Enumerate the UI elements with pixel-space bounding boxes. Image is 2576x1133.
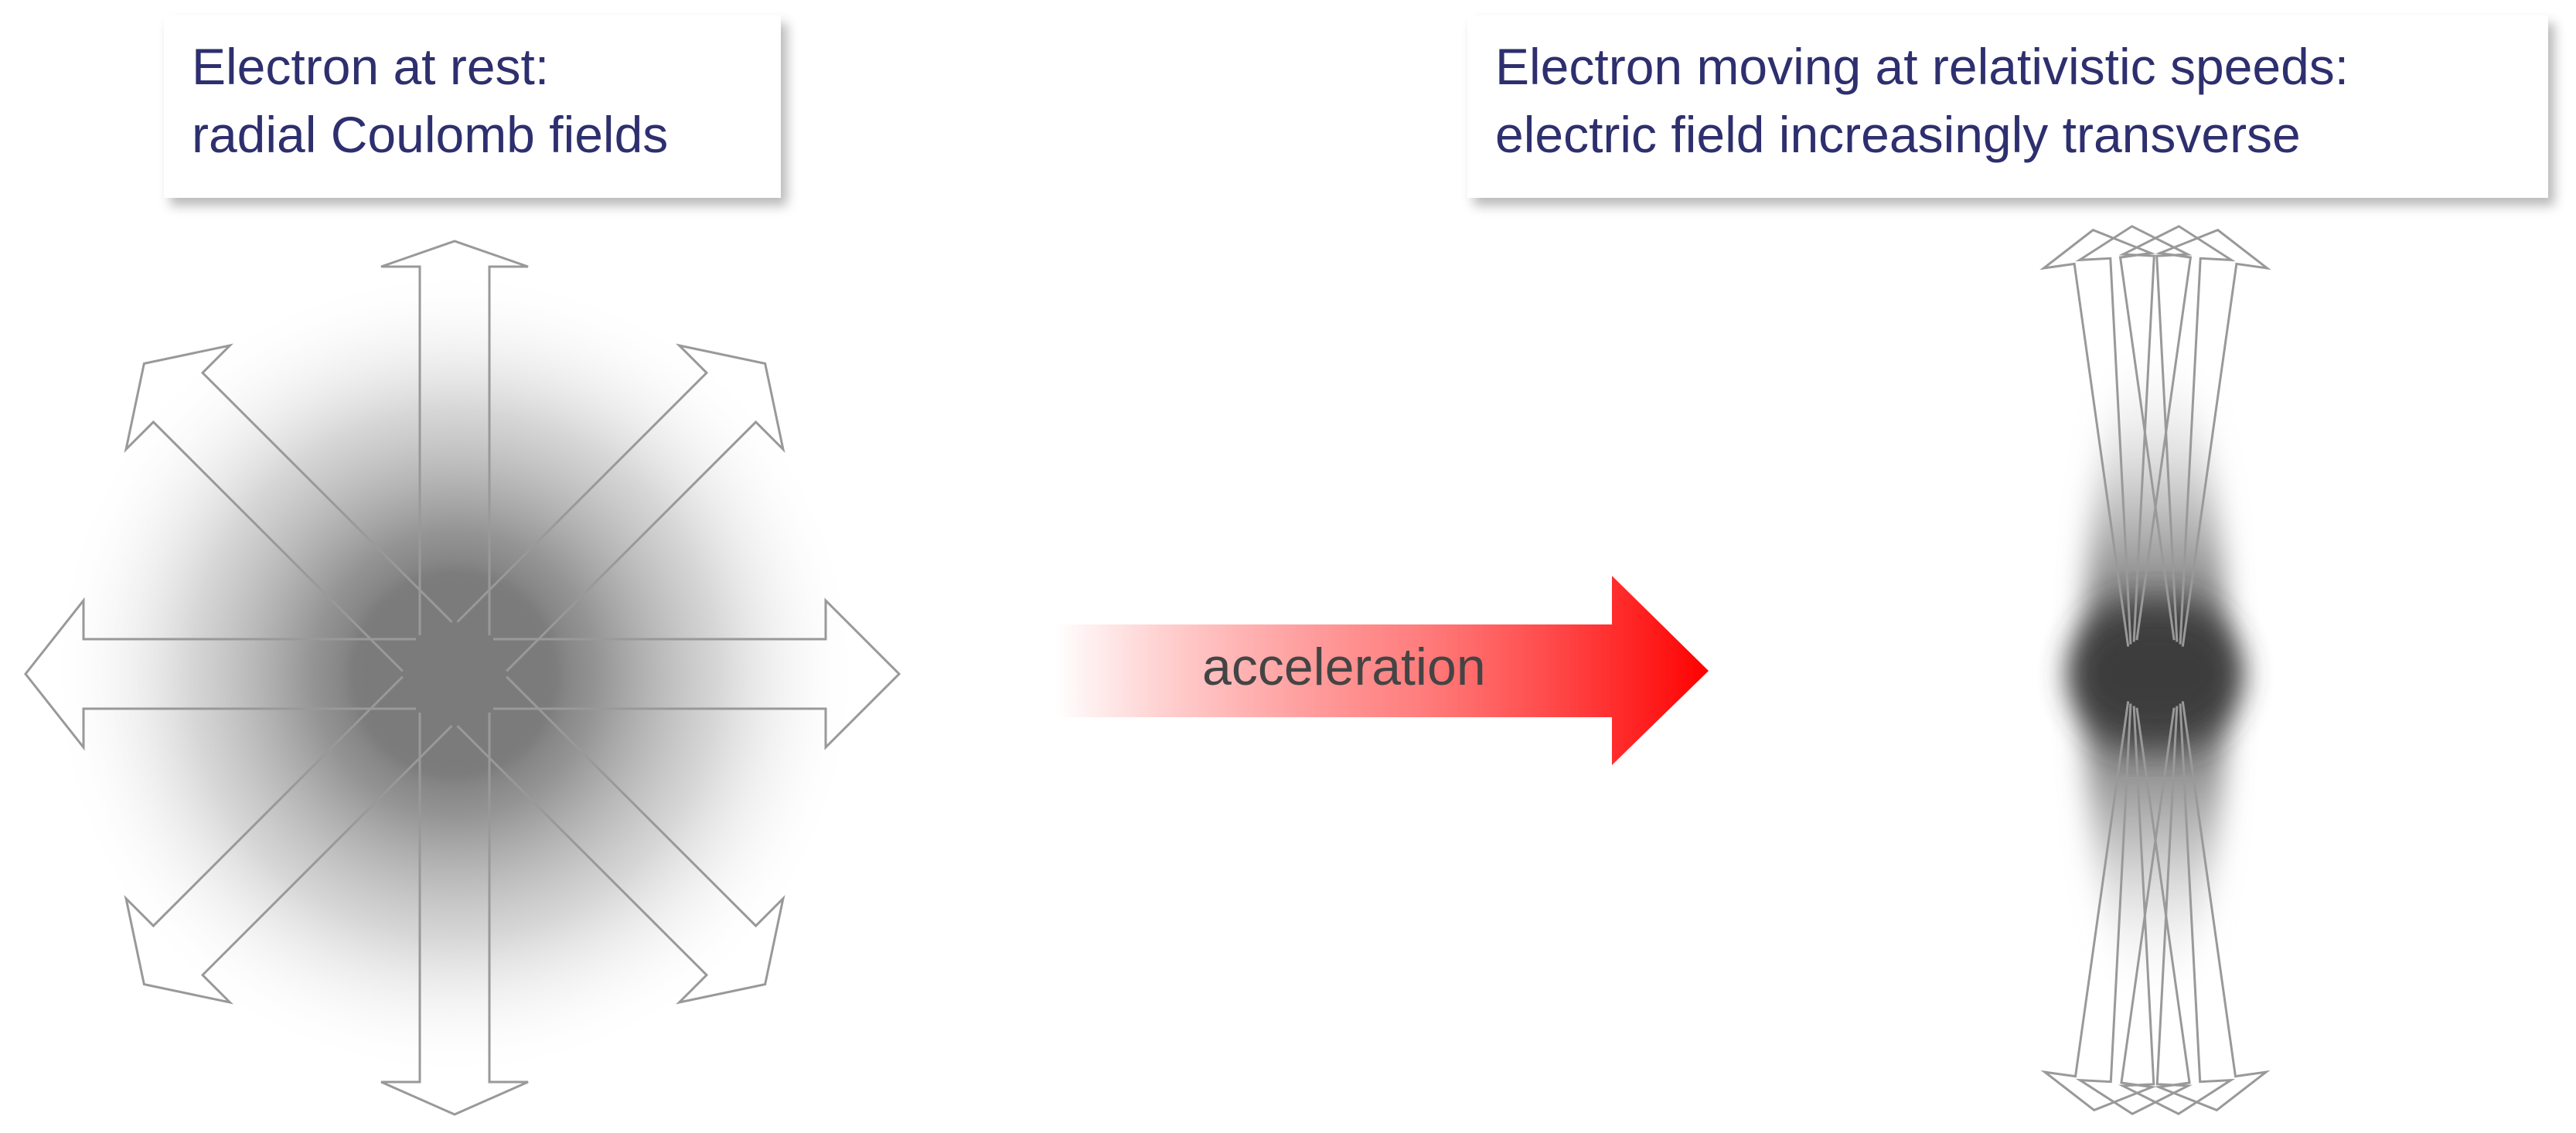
electron-moving <box>2039 225 2271 1115</box>
rest-label-line1: Electron at rest: <box>192 38 550 95</box>
field-arrow-down-left <box>124 675 453 1005</box>
moving-arrow-down-right-outer <box>2135 701 2271 1112</box>
moving-arrow-up-left-outer <box>2039 228 2176 647</box>
charge-core-rest <box>350 570 559 778</box>
moving-arrow-down-left-inner <box>2075 703 2193 1115</box>
moving-label-line2: electric field increasingly transverse <box>1495 106 2301 163</box>
moving-arrow-down-right-inner <box>2118 703 2236 1115</box>
moving-arrow-up-right-outer <box>2135 228 2271 647</box>
radial-field-arrows <box>24 240 901 1116</box>
field-arrow-down <box>380 713 529 1116</box>
field-arrow-left <box>24 597 416 751</box>
moving-arrow-down-left-outer <box>2040 701 2176 1112</box>
electron-at-rest <box>24 240 901 1116</box>
moving-label-line1: Electron moving at relativistic speeds: <box>1495 38 2349 95</box>
field-arrow-up-left <box>124 343 453 672</box>
moving-arrow-up-right-inner <box>2118 225 2236 645</box>
acceleration-arrow-shape <box>1055 576 1709 765</box>
rest-label-line2: radial Coulomb fields <box>192 106 669 163</box>
acceleration-label: acceleration <box>1202 638 1486 696</box>
acceleration-arrow: acceleration <box>1055 576 1709 765</box>
charge-core-moving <box>2067 601 2244 747</box>
field-arrow-down-right <box>456 675 785 1005</box>
field-arrow-right <box>493 597 901 750</box>
transverse-field-arrows <box>2039 225 2271 1115</box>
rest-label-box: Electron at rest: radial Coulomb fields <box>164 15 781 198</box>
field-arrow-up <box>380 240 529 635</box>
moving-label-box: Electron moving at relativistic speeds: … <box>1467 15 2548 198</box>
moving-arrow-up-left-inner <box>2075 225 2193 645</box>
field-arrow-up-right <box>456 343 785 672</box>
